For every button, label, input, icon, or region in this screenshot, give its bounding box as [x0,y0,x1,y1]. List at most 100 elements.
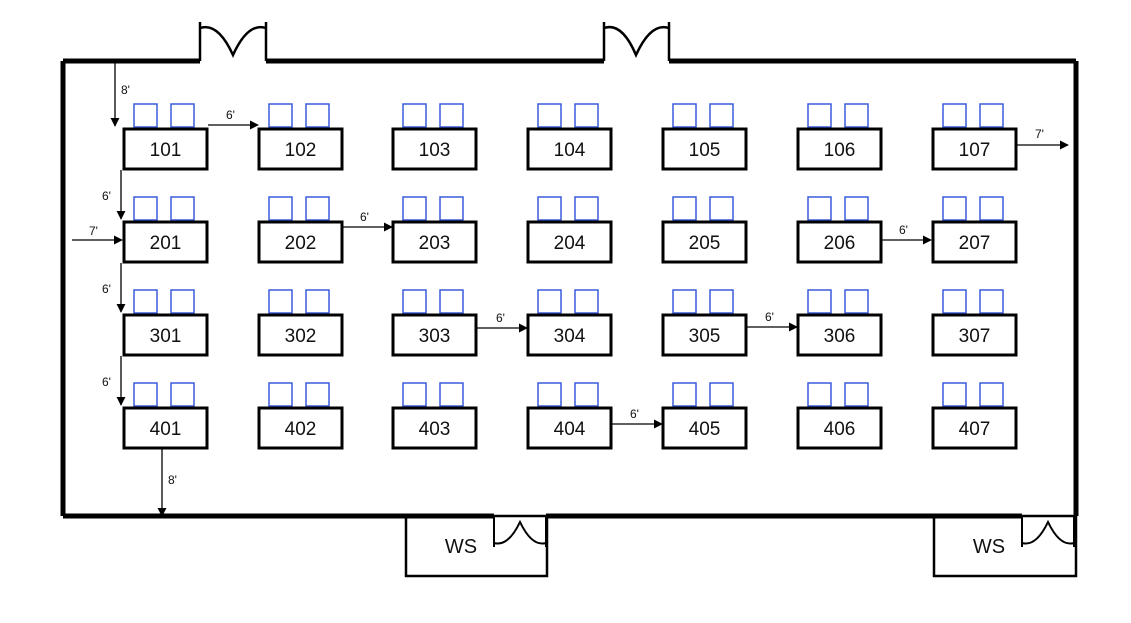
table-box [796,220,883,264]
chair [574,103,599,128]
chair [709,196,734,221]
table-402: 402 [257,382,344,450]
chair [709,103,734,128]
chair [979,382,1004,407]
dim-label: 8' [121,83,130,97]
table-box [391,220,478,264]
table-label: 305 [689,326,721,347]
washroom-label: WS [445,536,477,558]
dimension-arrows [72,63,1069,517]
table-box [661,127,748,171]
table-404: 404 [526,382,613,450]
table-label: 301 [150,326,182,347]
chair [574,382,599,407]
table-102: 102 [257,103,344,171]
chair [268,196,293,221]
chair [537,103,562,128]
table-label: 207 [959,233,991,254]
table-label: 106 [824,140,856,161]
table-box [931,313,1018,357]
chair [574,196,599,221]
dim-label: 6' [630,407,639,421]
table-label: 406 [824,419,856,440]
table-105: 105 [661,103,748,171]
table-label: 205 [689,233,721,254]
chair [439,289,464,314]
table-box [526,220,613,264]
table-box [257,220,344,264]
table-box [796,406,883,450]
table-405: 405 [661,382,748,450]
table-406: 406 [796,382,883,450]
chair [672,103,697,128]
table-label: 402 [285,419,317,440]
chair [942,382,967,407]
chair [170,196,195,221]
table-label: 104 [554,140,586,161]
table-box [391,127,478,171]
chair [170,103,195,128]
table-label: 101 [150,140,182,161]
table-box [931,406,1018,450]
table-box [661,406,748,450]
chair [807,289,832,314]
chair [807,103,832,128]
chair [402,196,427,221]
dim-label: 6' [226,108,235,122]
table-label: 307 [959,326,991,347]
chair [170,289,195,314]
table-label: 206 [824,233,856,254]
dim-label: 7' [1035,127,1044,141]
table-label: 407 [959,419,991,440]
chair [979,289,1004,314]
table-box [526,313,613,357]
table-207: 207 [931,196,1018,264]
table-203: 203 [391,196,478,264]
table-403: 403 [391,382,478,450]
table-label: 103 [419,140,451,161]
chair [402,103,427,128]
table-box [257,313,344,357]
table-301: 301 [122,289,209,357]
washroom-right: WS [932,514,1078,578]
chair [807,382,832,407]
chair [574,289,599,314]
table-204: 204 [526,196,613,264]
table-box [931,127,1018,171]
washroom-label: WS [973,536,1005,558]
table-box [391,313,478,357]
chair [133,382,158,407]
chair [844,382,869,407]
top-door-right [602,22,671,61]
chair [402,289,427,314]
room-walls [60,58,1079,519]
chair [305,196,330,221]
table-box [122,313,209,357]
chair [268,289,293,314]
chair [979,103,1004,128]
table-201: 201 [122,196,209,264]
chair [672,289,697,314]
chair [305,382,330,407]
chair [672,382,697,407]
table-303: 303 [391,289,478,357]
chair [439,382,464,407]
chair [672,196,697,221]
table-107: 107 [931,103,1018,171]
table-304: 304 [526,289,613,357]
chair [133,196,158,221]
dim-label: 6' [102,375,111,389]
top-door-left [198,22,268,61]
chair [268,103,293,128]
table-label: 204 [554,233,586,254]
chair [537,289,562,314]
table-box [931,220,1018,264]
table-306: 306 [796,289,883,357]
chair [979,196,1004,221]
chair [807,196,832,221]
table-106: 106 [796,103,883,171]
chair [133,103,158,128]
table-label: 202 [285,233,317,254]
chair [537,196,562,221]
